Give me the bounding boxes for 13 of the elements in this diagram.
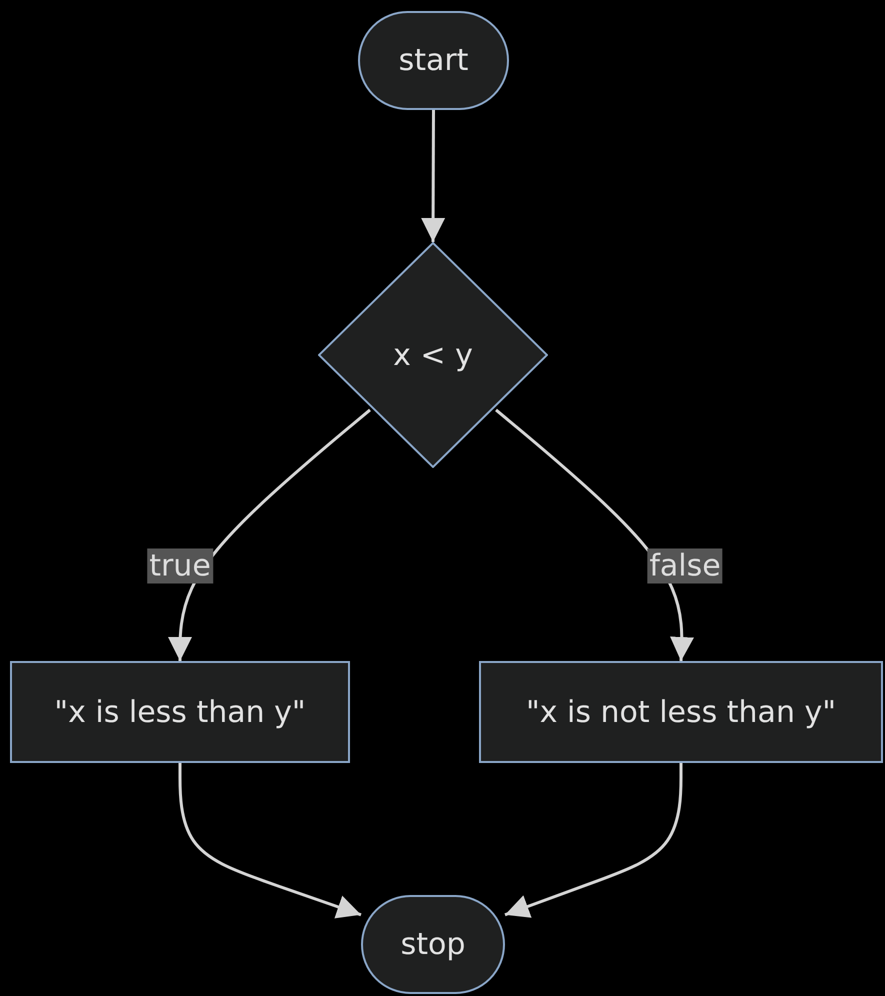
process-box bbox=[479, 661, 883, 763]
arrow bbox=[421, 110, 446, 242]
edge-label: true bbox=[147, 548, 213, 584]
node-label: stop bbox=[400, 927, 466, 962]
node-label: "x is not less than y" bbox=[526, 694, 836, 730]
node-label: "x is less than y" bbox=[54, 694, 306, 730]
node-label: start bbox=[398, 43, 468, 78]
node-label: x < y bbox=[393, 338, 473, 372]
process-box bbox=[10, 661, 350, 763]
arrow bbox=[178, 763, 362, 918]
arrow bbox=[168, 408, 371, 661]
edge-label: false bbox=[647, 548, 723, 584]
arrow bbox=[504, 763, 682, 918]
